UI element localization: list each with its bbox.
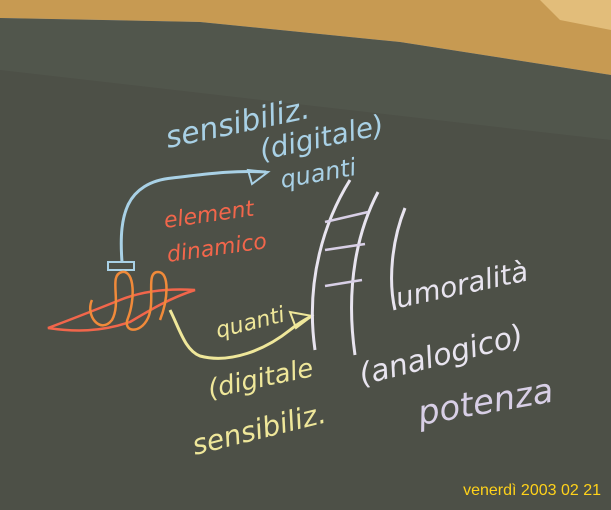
photo-date-stamp: venerdì 2003 02 21 bbox=[463, 482, 601, 500]
